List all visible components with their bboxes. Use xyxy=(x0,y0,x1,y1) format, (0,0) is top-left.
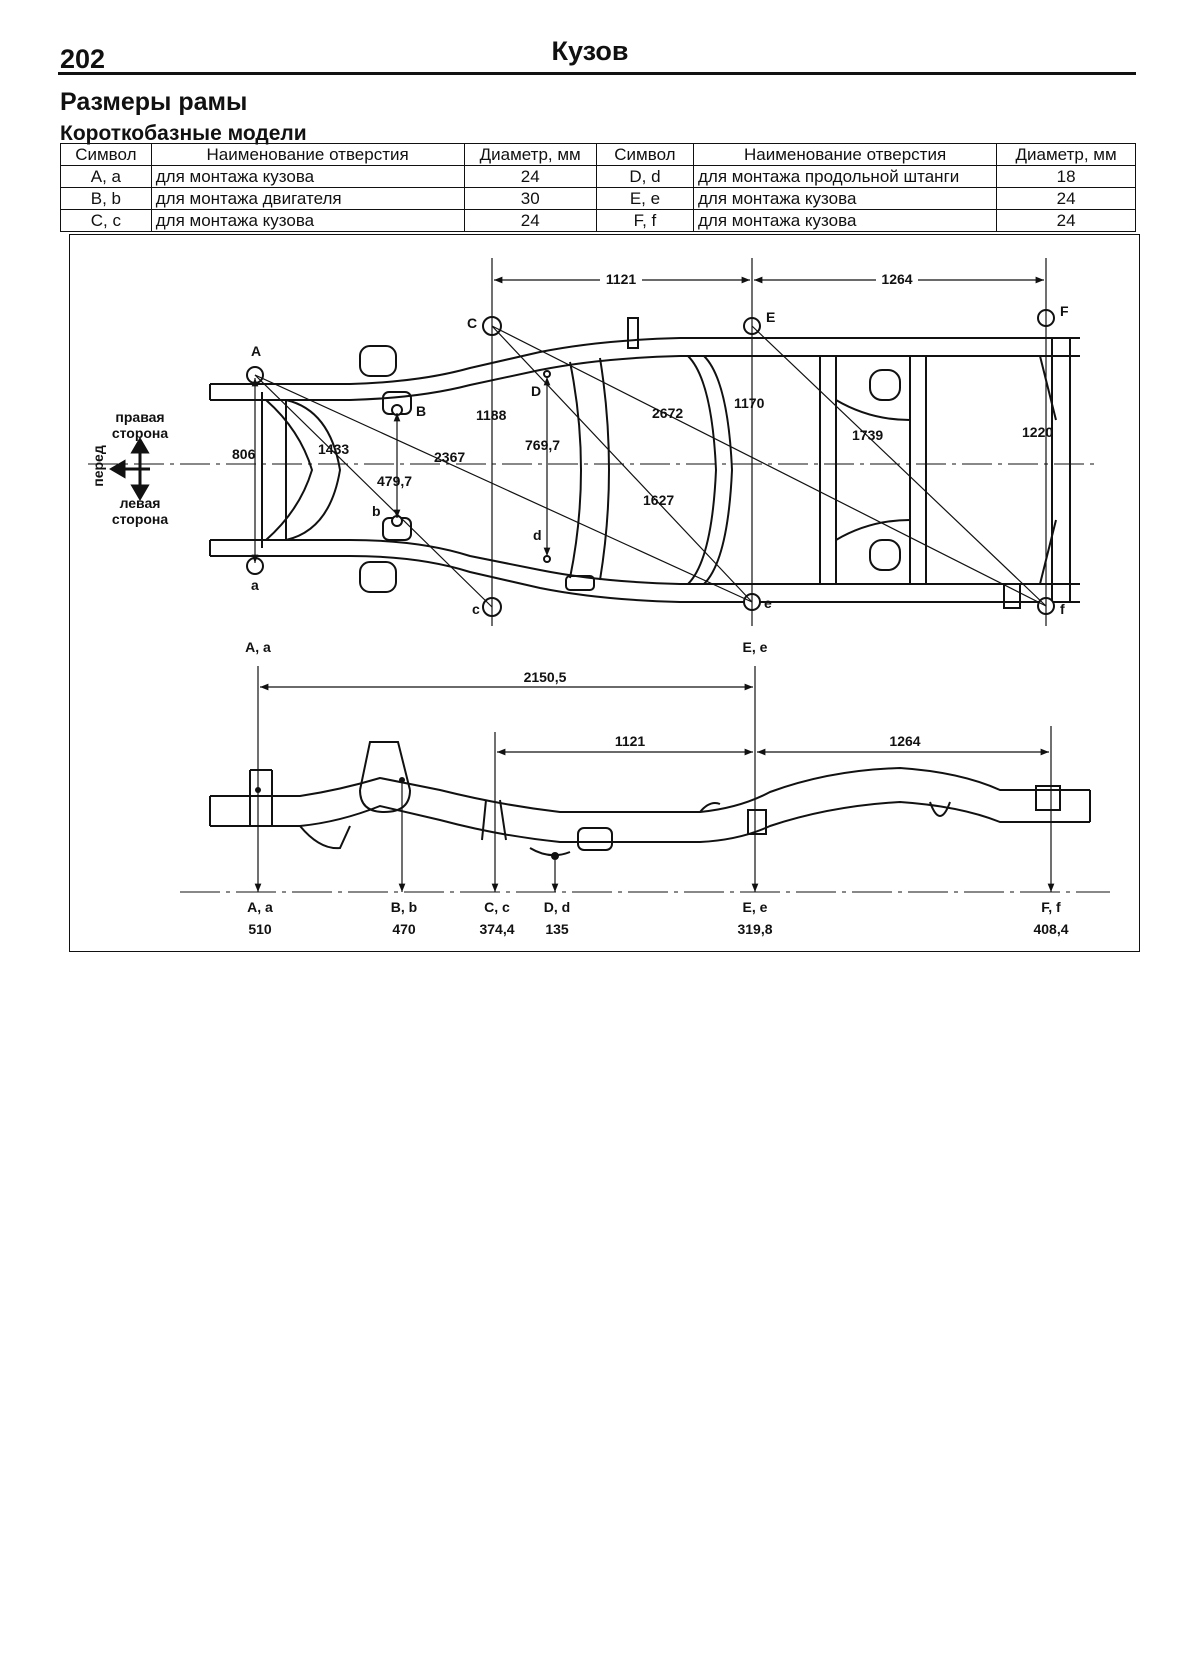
dim-c-diag-1627: 1627 xyxy=(643,492,674,508)
frame-diagram-box xyxy=(69,234,1140,952)
front-label: перед xyxy=(90,445,106,487)
side-hole-b xyxy=(399,777,405,783)
table-cell: для монтажа кузова xyxy=(693,209,998,232)
table-header: Диаметр, мм xyxy=(996,143,1136,166)
page-title: Размеры рамы xyxy=(60,88,248,116)
label-point-E: E xyxy=(766,309,775,325)
dim-e-diag-1739: 1739 xyxy=(852,427,883,443)
side-hole-d xyxy=(551,852,559,860)
side-bottom-label: D, d xyxy=(544,899,570,915)
label-point-f: f xyxy=(1060,601,1065,617)
dim-side-c-to-e: 1121 xyxy=(615,733,646,749)
table-cell: C, c xyxy=(60,209,152,232)
left-side-label-1: левая xyxy=(120,495,161,511)
side-bottom-value: 319,8 xyxy=(737,921,772,937)
dim-e-to-f: 1264 xyxy=(881,271,912,287)
table-cell: B, b xyxy=(60,187,152,210)
page-subtitle: Короткобазные модели xyxy=(60,122,307,145)
dim-d-width: 769,7 xyxy=(525,437,560,453)
direction-indicator: правая сторона левая сторона перед xyxy=(90,409,168,527)
section-title: Кузов xyxy=(551,36,629,66)
hole-d xyxy=(543,555,551,563)
top-view-frame xyxy=(88,317,1100,609)
side-view-reference-lines xyxy=(254,666,1055,892)
side-view-holes xyxy=(255,777,559,860)
label-point-F: F xyxy=(1060,303,1069,319)
dim-side-a-to-e: 2150,5 xyxy=(524,669,567,685)
label-point-d: d xyxy=(533,527,542,543)
side-bottom-label: C, c xyxy=(484,899,510,915)
dim-c-diag-2672: 2672 xyxy=(652,405,683,421)
label-point-e: e xyxy=(764,595,772,611)
side-label-e-top: E, e xyxy=(743,639,768,655)
side-bottom-label: A, a xyxy=(247,899,273,915)
table-cell: для монтажа кузова xyxy=(150,165,465,188)
table-cell: для монтажа продольной штанги xyxy=(693,165,998,188)
dim-c-to-e: 1121 xyxy=(606,271,637,287)
dim-f-width: 1220 xyxy=(1022,424,1053,440)
side-view-frame xyxy=(180,741,1110,893)
label-point-B: B xyxy=(416,403,426,419)
side-hole-a xyxy=(255,787,261,793)
label-point-C: C xyxy=(467,315,477,331)
dim-e-width: 1170 xyxy=(734,395,765,411)
side-bottom-value: 470 xyxy=(392,921,416,937)
dim-side-e-to-f: 1264 xyxy=(889,733,920,749)
top-view-diagonals xyxy=(254,325,1047,608)
table-cell: 24 xyxy=(996,187,1136,210)
table-header: Символ xyxy=(595,143,695,166)
hole-D xyxy=(543,370,551,378)
label-point-a: a xyxy=(251,577,259,593)
side-bottom-label: E, e xyxy=(743,899,768,915)
dim-c-width: 1188 xyxy=(476,407,507,423)
label-point-D: D xyxy=(531,383,541,399)
side-view-spacing-lines xyxy=(260,683,1049,756)
label-bg xyxy=(600,270,642,288)
right-side-label-1: правая xyxy=(115,409,164,425)
dim-a-width: 806 xyxy=(232,446,256,462)
table-cell: F, f xyxy=(595,209,695,232)
top-view-width-lines xyxy=(251,258,1047,626)
table-header-row: Символ Наименование отверстия Диаметр, м… xyxy=(60,143,1136,166)
right-side-label-2: сторона xyxy=(112,425,169,441)
table-cell: 24 xyxy=(463,209,597,232)
side-bottom-value: 374,4 xyxy=(479,921,514,937)
table-cell: 24 xyxy=(996,209,1136,232)
side-bottom-value: 135 xyxy=(545,921,569,937)
side-label-a-top: A, a xyxy=(245,639,271,655)
table-cell: для монтажа кузова xyxy=(150,209,465,232)
holes-table: Символ Наименование отверстия Диаметр, м… xyxy=(60,143,1136,232)
side-bottom-label: B, b xyxy=(391,899,417,915)
frame-diagram: 1121 1264 A a B b C c D d E e F f 806 14… xyxy=(88,258,1110,937)
table-row: A, a для монтажа кузова 24 D, d для монт… xyxy=(60,165,1136,188)
table-header: Символ xyxy=(60,143,152,166)
dim-a-diag-1433: 1433 xyxy=(318,441,349,457)
left-side-label-2: сторона xyxy=(112,511,169,527)
table-row: B, b для монтажа двигателя 30 E, e для м… xyxy=(60,187,1136,210)
dim-a-diag-2367: 2367 xyxy=(434,449,465,465)
header-rule xyxy=(58,72,1136,75)
direction-arrows-icon xyxy=(109,437,150,501)
label-point-c: c xyxy=(472,601,480,617)
table-row: C, c для монтажа кузова 24 F, f для монт… xyxy=(60,209,1136,232)
table-cell: A, a xyxy=(60,165,152,188)
page-number: 202 xyxy=(60,44,106,74)
dim-b-width: 479,7 xyxy=(377,473,412,489)
side-bottom-value: 510 xyxy=(248,921,272,937)
label-point-b: b xyxy=(372,503,381,519)
label-point-A: A xyxy=(251,343,261,359)
side-bottom-value: 408,4 xyxy=(1033,921,1068,937)
label-bg xyxy=(876,270,918,288)
side-bottom-label: F, f xyxy=(1041,899,1061,915)
